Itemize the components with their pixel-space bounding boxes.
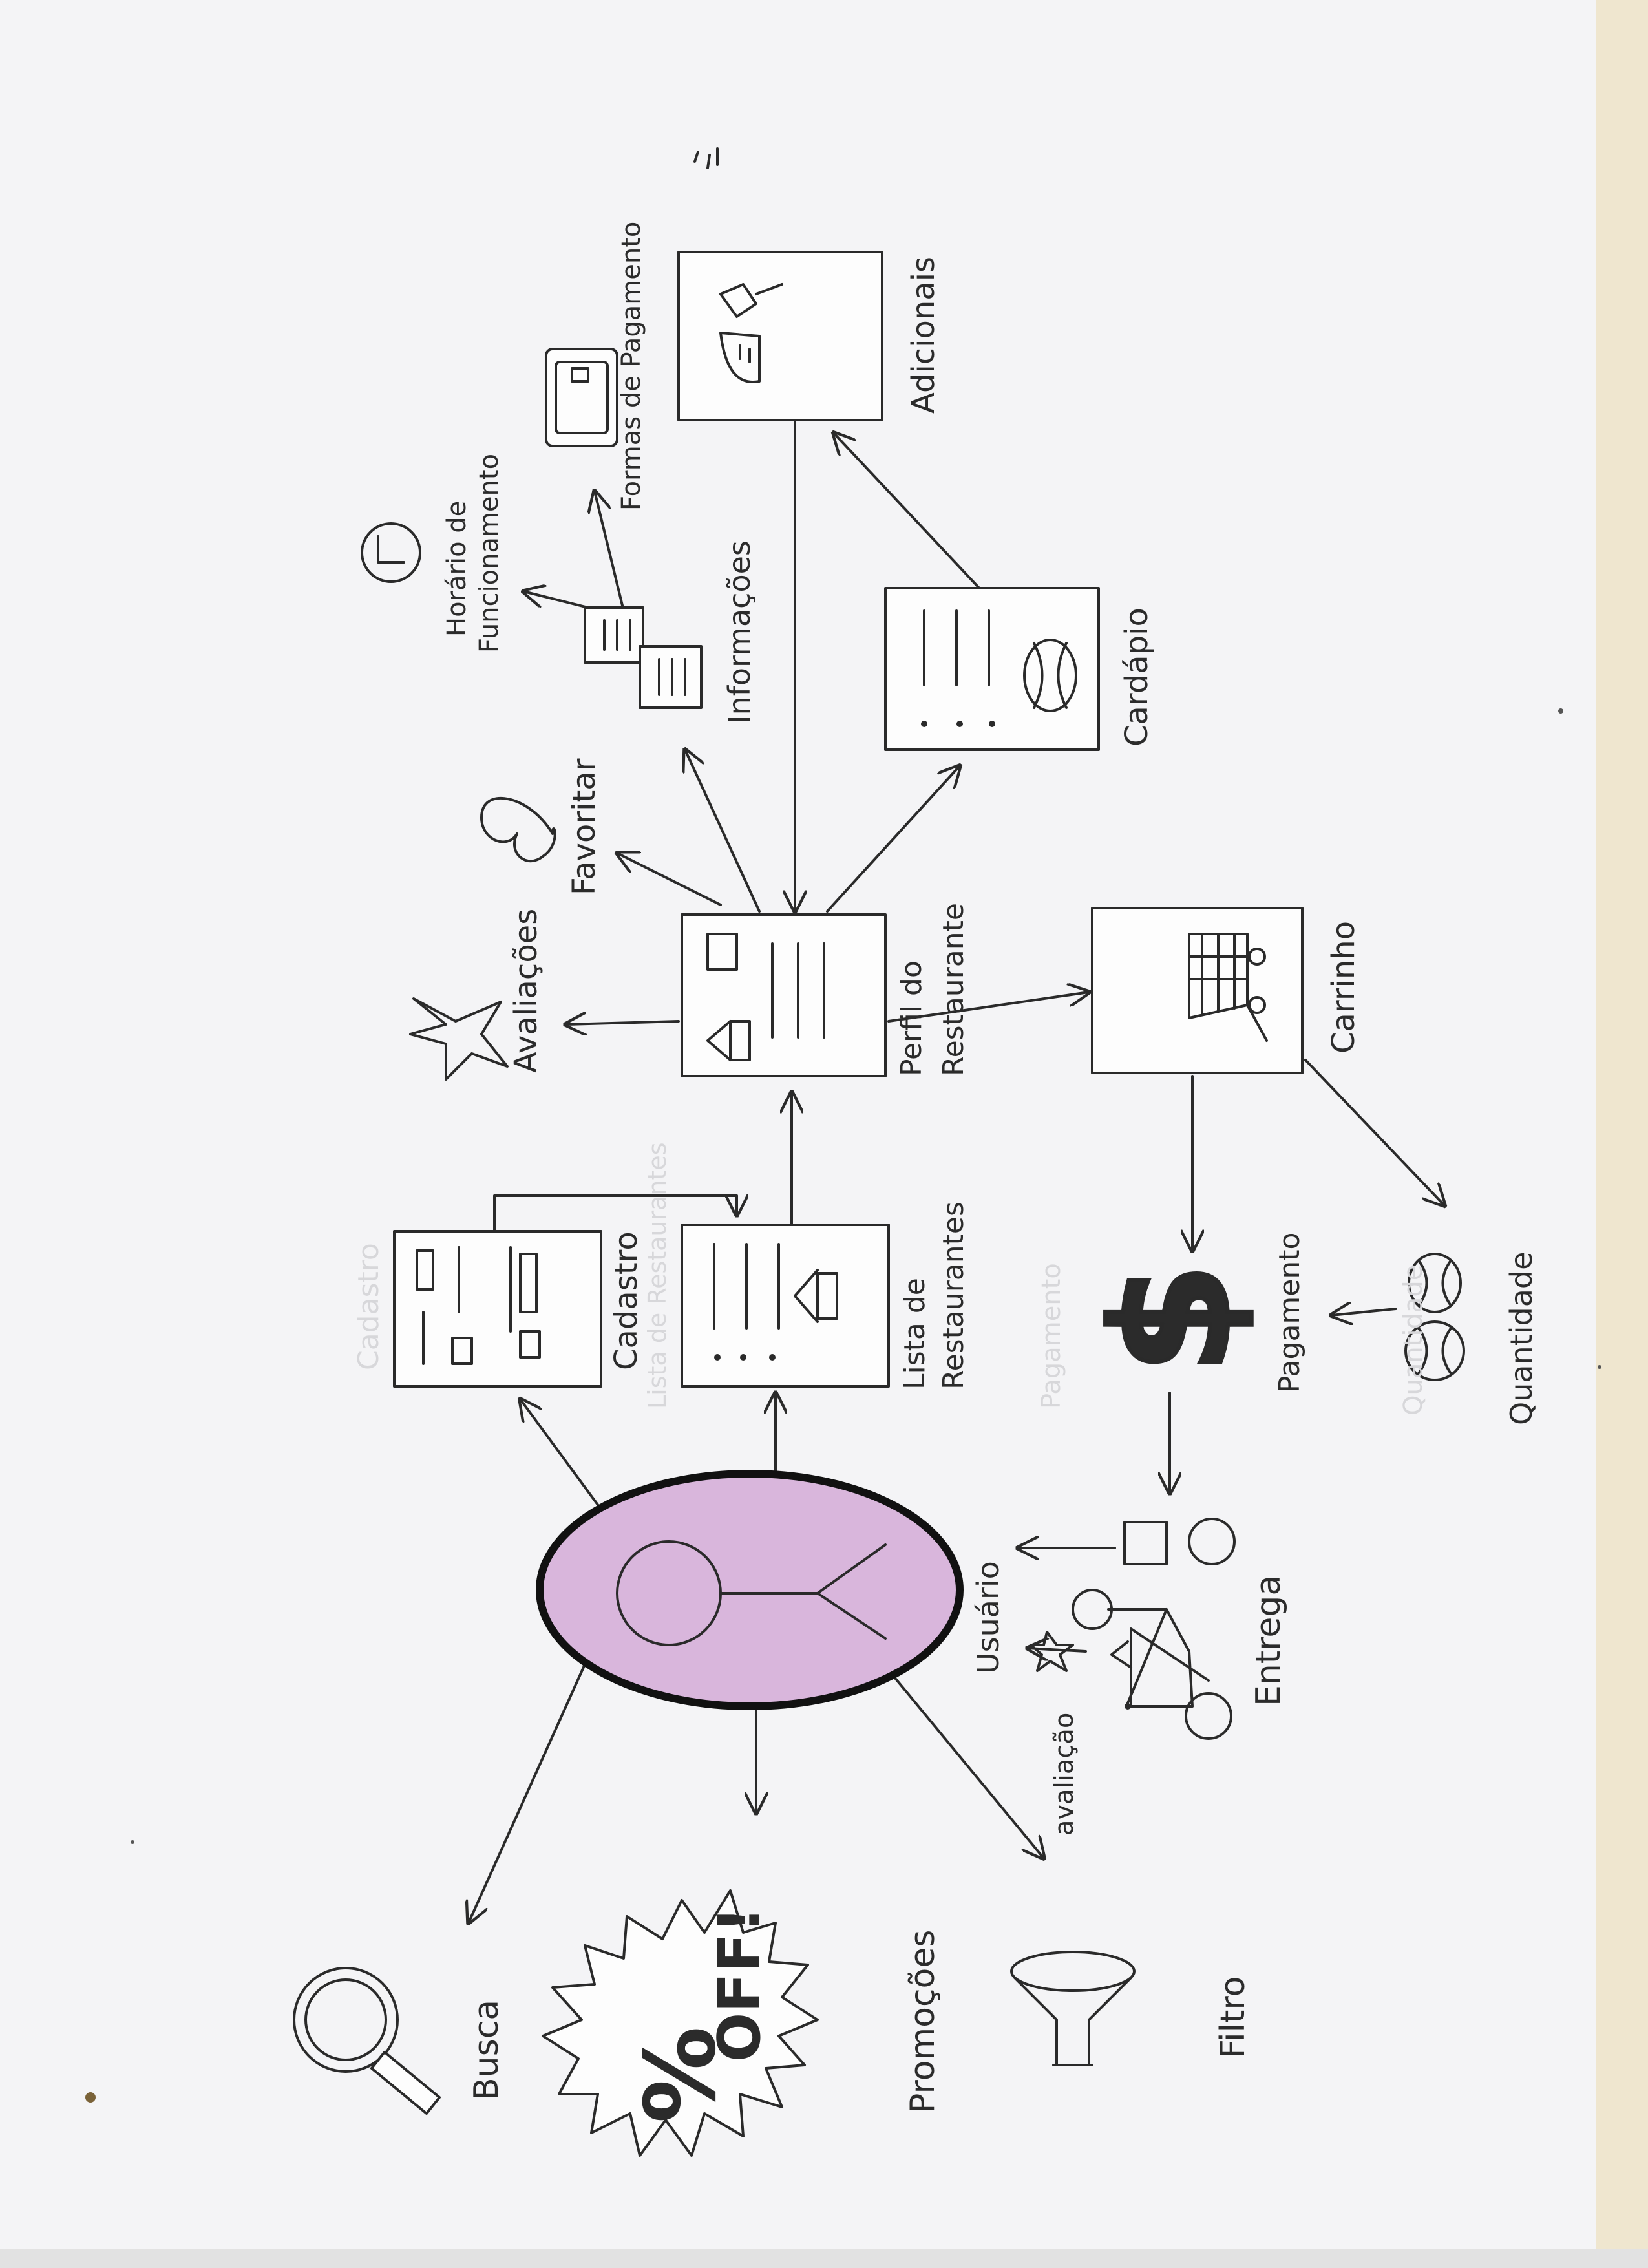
burgers-icon xyxy=(1404,1253,1465,1381)
heart-icon xyxy=(480,796,556,863)
clock-icon xyxy=(361,522,421,583)
horario-label-2: Funcionamento xyxy=(474,454,504,653)
small-star-icon xyxy=(1030,1631,1074,1672)
avaliacoes-label: Avaliações xyxy=(508,909,544,1073)
busca-node: Busca xyxy=(293,1967,506,2115)
pagamento-erased: Pagamento xyxy=(1037,1263,1066,1409)
food-icon xyxy=(719,283,783,384)
informacoes-node: Informações xyxy=(584,540,757,724)
promocoes-percent: % xyxy=(625,2026,737,2123)
avaliacao-label: avaliação xyxy=(1050,1713,1079,1836)
quantidade-erased: Quantidade xyxy=(1399,1265,1428,1415)
formas-pagamento-label: Formas de Pagamento xyxy=(617,222,646,511)
documents-icon xyxy=(584,606,703,709)
usuario-node: Usuário xyxy=(971,1561,1006,1674)
star-icon xyxy=(409,997,509,1081)
cart-icon xyxy=(1188,933,1268,1042)
user-hub xyxy=(536,1470,964,1710)
busca-label: Busca xyxy=(467,2000,506,2101)
cadastro-node: Cadastro Cadastro Lista de Restaurantes xyxy=(352,1142,671,1409)
promocoes-node: OFF! % Promoções xyxy=(542,1889,942,2157)
entrega-label: Entrega xyxy=(1249,1575,1288,1706)
arrows xyxy=(469,419,1444,1923)
filtro-node: Filtro xyxy=(1010,1951,1252,2066)
paper-marks xyxy=(85,147,1601,2103)
lista-restaurantes-node: Lista de Restaurantes xyxy=(681,1202,970,1390)
lista-label-1: Lista de xyxy=(898,1278,931,1390)
favoritar-label: Favoritar xyxy=(566,758,602,895)
promocoes-badge-text: OFF! xyxy=(706,1907,774,2062)
funnel-icon xyxy=(1010,1951,1136,2066)
cadastro-erased: Cadastro xyxy=(352,1243,385,1370)
lista-label-2: Restaurantes xyxy=(937,1202,970,1390)
burst-badge-icon xyxy=(542,1889,819,2157)
avaliacoes-node: Avaliações xyxy=(409,909,544,1081)
perfil-label-2: Restaurante xyxy=(937,903,970,1076)
favoritar-node: Favoritar xyxy=(480,758,602,895)
perfil-restaurante-node: Perfil do Restaurante xyxy=(681,903,970,1077)
page-bottom-strip xyxy=(0,2249,1648,2268)
cardapio-label: Cardápio xyxy=(1119,608,1155,747)
magnifier-icon xyxy=(293,1967,441,2115)
quantidade-label: Quantidade xyxy=(1504,1252,1539,1425)
quantidade-node: Quantidade Quantidade xyxy=(1399,1252,1539,1425)
promocoes-label: Promoções xyxy=(903,1930,942,2114)
burger-icon xyxy=(1023,639,1077,712)
avaliacao-node: avaliação xyxy=(1030,1631,1079,1836)
carrinho-node: Carrinho xyxy=(1091,907,1362,1074)
dollar-icon: $ xyxy=(1076,1260,1268,1377)
carrinho-label: Carrinho xyxy=(1326,921,1362,1054)
cadastro-label: Cadastro xyxy=(608,1231,644,1370)
pagamento-node: $ Pagamento Pagamento xyxy=(1037,1233,1306,1409)
perfil-label-1: Perfil do xyxy=(895,960,928,1076)
usuario-label: Usuário xyxy=(971,1561,1006,1674)
formas-pagamento-node: Formas de Pagamento xyxy=(545,222,646,511)
adicionais-node: Adicionais xyxy=(677,251,942,421)
stick-figure-icon xyxy=(616,1540,887,1646)
filtro-label: Filtro xyxy=(1214,1977,1252,2059)
adicionais-label: Adicionais xyxy=(905,257,942,414)
cardapio-node: Cardápio xyxy=(884,587,1155,751)
page-edge xyxy=(1596,0,1648,2268)
cadastro-erased-2: Lista de Restaurantes xyxy=(643,1142,671,1409)
horario-node: Horário de Funcionamento xyxy=(361,454,504,653)
credit-card-icon xyxy=(545,348,618,447)
svg-text:$: $ xyxy=(1078,1262,1266,1375)
entrega-node: Entrega xyxy=(1072,1518,1288,1740)
delivery-icon xyxy=(1072,1518,1236,1740)
horario-label-1: Horário de xyxy=(442,501,472,637)
pagamento-label: Pagamento xyxy=(1273,1233,1306,1393)
informacoes-label: Informações xyxy=(722,540,757,724)
